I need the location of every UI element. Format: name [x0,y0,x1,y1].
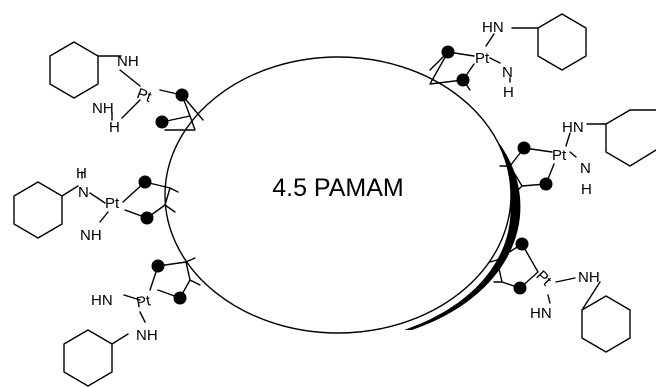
carboxylate-oxygen-dot [517,141,531,155]
carboxylate-oxygen-dot [456,73,470,87]
core-shadow [404,126,521,330]
cyclohexane-ring-partial [605,109,656,167]
carboxylate-oxygen-dot [140,211,154,225]
pt-complex-bottom-right: NH Pt HN [489,237,631,353]
carboxylate-oxygen-dot [175,88,189,102]
nitrogen-platinum-bonds [123,294,146,323]
atom-nh: NH [578,269,600,286]
nitrogen-platinum-bonds [111,69,141,121]
atom-nh: NH [117,53,139,70]
atom-nh: NH [80,227,102,244]
cyclohexane-ring [581,295,631,353]
dendrimer-core: 4.5 PAMAM [164,56,521,334]
nitrogen-platinum-bonds [81,171,109,223]
core-label: 4.5 PAMAM [272,174,404,202]
carboxylate-oxygen-dot [513,281,527,295]
carboxylate-oxygen-dot [173,291,187,305]
atom-pt: Pt [552,147,567,164]
atom-pt: Pt [135,292,153,311]
pt-complex-middle-left: H N Pt NH [13,165,179,244]
atom-h: H [503,84,514,101]
diamine-bonds [111,333,129,345]
pt-complex-top-left: NH NH H Pt [49,41,204,136]
carboxylate-oxygen-dot [151,259,165,273]
atom-pt: Pt [475,50,490,67]
atom-nh: NH [136,327,158,344]
nitrogen-platinum-bonds [547,277,576,304]
atom-n: N [502,64,513,81]
carboxylate-oxygen-dot [515,237,529,251]
diamine-bonds [61,185,79,197]
atom-pt: Pt [105,195,120,212]
carboxylate-oxygen-dot [441,45,455,59]
pt-complex-bottom-left: HN Pt NH [63,257,201,387]
atom-h: H [76,165,87,182]
cyclohexane-ring [13,181,63,239]
core-ellipse [164,56,512,334]
pt-complex-middle-right: HN Pt N H [499,109,656,198]
atom-pt: Pt [533,267,556,290]
atom-hn: HN [482,19,504,36]
nitrogen-platinum-bonds [485,33,511,83]
atom-hn: HN [530,305,552,322]
carboxylate-oxygen-dot [539,177,553,191]
atom-n: N [580,160,591,177]
atom-pt: Pt [135,85,155,106]
cyclohexane-ring [63,329,113,387]
atom-h: H [109,119,120,136]
cyclohexane-ring [49,41,99,99]
cyclohexane-ring [537,13,587,71]
atom-nh: NH [92,100,114,117]
pt-complex-top-right: HN Pt N H [429,13,587,101]
nitrogen-platinum-bonds [565,132,577,158]
carboxylate-oxygen-dot [155,115,169,129]
atom-h: H [581,181,592,198]
atom-n: N [78,184,89,201]
diamine-bonds [581,281,601,311]
carboxylate-oxygen-dot [138,175,152,189]
atom-hn: HN [91,292,113,309]
atom-hn: HN [562,119,584,136]
